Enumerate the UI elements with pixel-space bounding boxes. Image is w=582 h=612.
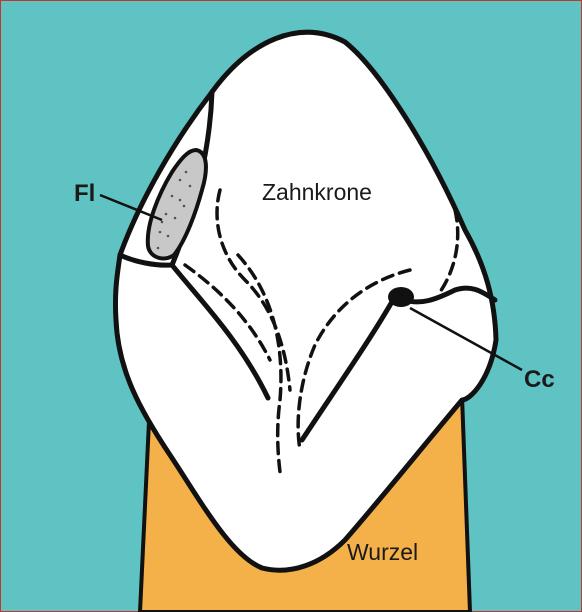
label-fl: Fl: [74, 180, 95, 207]
label-cc: Cc: [524, 366, 555, 393]
label-root: Wurzel: [347, 539, 418, 565]
label-crown: Zahnkrone: [262, 179, 372, 205]
cc-pit: [388, 287, 414, 307]
